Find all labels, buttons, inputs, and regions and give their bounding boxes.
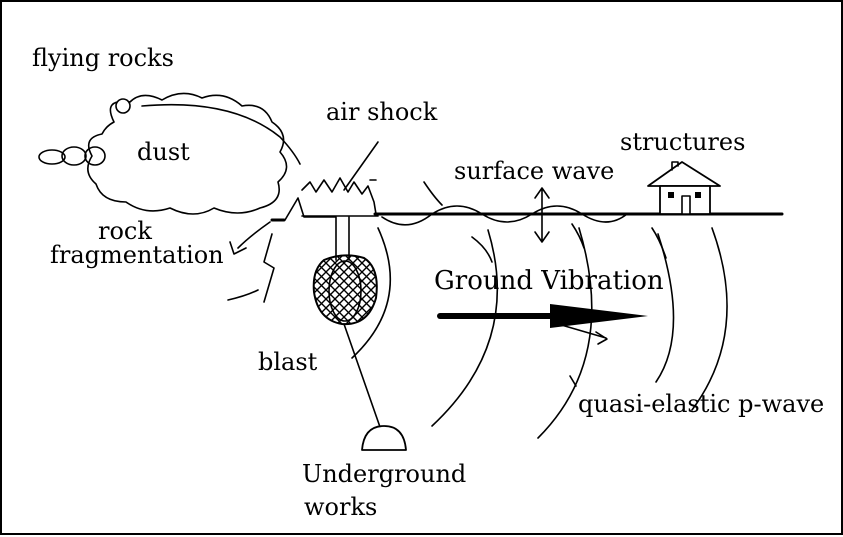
air-shock-zigzag xyxy=(301,177,377,215)
wave-arc-1 xyxy=(351,227,392,359)
house-roof xyxy=(647,161,721,187)
cloud-bump xyxy=(115,98,131,114)
label-underground: Underground xyxy=(302,460,467,488)
house-chimney xyxy=(671,161,679,171)
borehole-left xyxy=(284,197,337,261)
house-window-1 xyxy=(668,192,674,198)
label-rock: rock xyxy=(98,217,152,245)
blast-charge-inner xyxy=(328,260,362,322)
label-works: works xyxy=(304,493,378,521)
vertical-oscillation-arrow xyxy=(534,187,550,243)
label-flying-rocks: flying rocks xyxy=(32,44,174,72)
flying-rock-3 xyxy=(84,146,106,166)
label-surface-wave: surface wave xyxy=(454,157,615,185)
house-door xyxy=(681,195,691,215)
label-dust: dust xyxy=(137,138,190,166)
flying-rock-1 xyxy=(38,149,66,165)
p-wave-tick xyxy=(569,375,577,387)
flying-rock-2 xyxy=(61,146,87,166)
label-blast: blast xyxy=(258,348,318,376)
label-p-wave: quasi-elastic p-wave xyxy=(578,390,825,418)
wave-arc-4 xyxy=(655,233,675,383)
secondary-arrow xyxy=(557,323,608,345)
ground-vibration-head xyxy=(550,304,648,328)
rock-scarp xyxy=(263,233,275,303)
ground-surface xyxy=(270,212,784,222)
blast-charge xyxy=(312,254,378,326)
fragmentation-arc xyxy=(227,289,259,301)
house-window-2 xyxy=(695,192,701,198)
label-fragmentation: fragmentation xyxy=(50,241,224,269)
wave-arc-3 xyxy=(537,227,593,439)
surface-wave-ripples xyxy=(381,205,628,226)
air-shock-pointer xyxy=(343,141,379,191)
wave-arc-2 xyxy=(431,229,499,427)
fragmentation-arrow xyxy=(229,221,271,255)
label-ground-vibration: Ground Vibration xyxy=(434,266,664,296)
underground-line xyxy=(343,323,381,428)
surface-wave-ticks xyxy=(423,181,667,263)
dust-cloud xyxy=(87,92,288,215)
label-structures: structures xyxy=(620,128,746,156)
underground-works-dome xyxy=(361,425,407,451)
wave-arc-5 xyxy=(691,227,728,411)
label-air-shock: air shock xyxy=(326,98,438,126)
flying-rock-trajectory xyxy=(141,103,301,165)
